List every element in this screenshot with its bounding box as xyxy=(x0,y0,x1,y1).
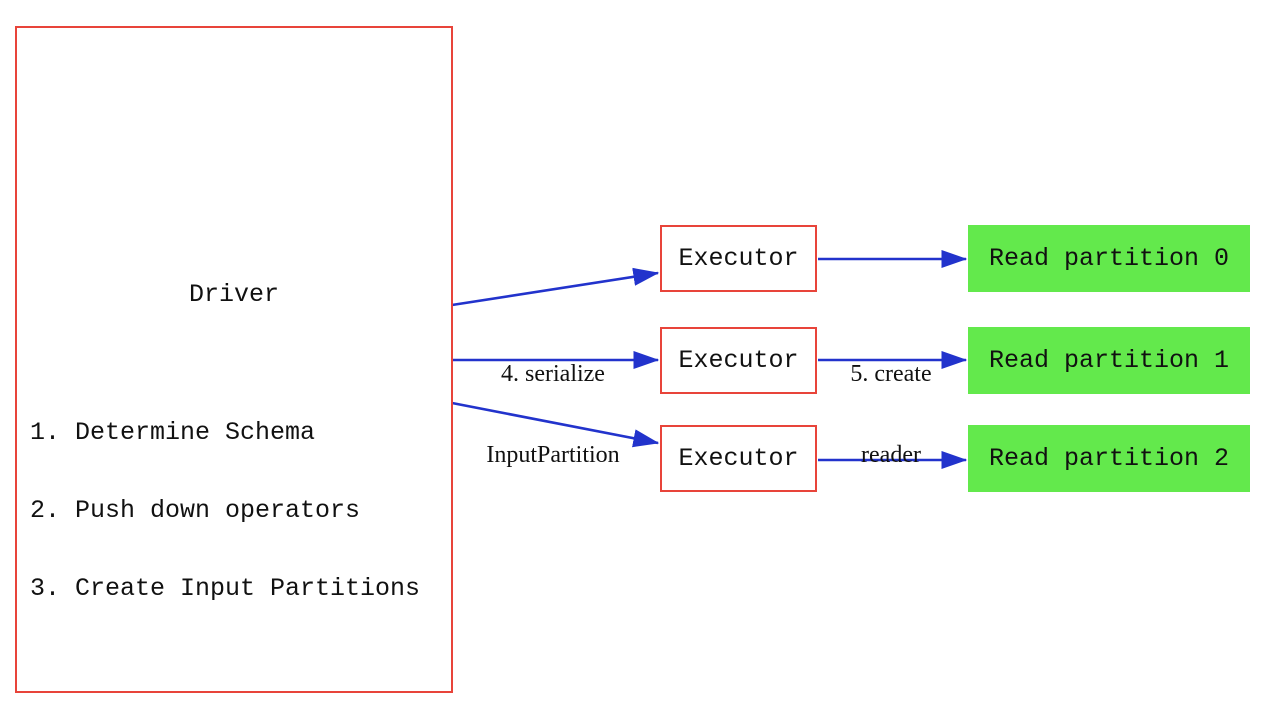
read-partition-label-1: Read partition 1 xyxy=(988,346,1230,375)
read-partition-box-0: Read partition 0 xyxy=(968,225,1250,292)
read-partition-label-2: Read partition 2 xyxy=(988,444,1230,473)
create-reader-label: 5. create reader xyxy=(833,307,949,523)
create-reader-label-line-1: 5. create xyxy=(850,361,932,387)
arrow-driver-to-executor-0 xyxy=(451,267,660,307)
driver-box: Driver 1. Determine Schema 2. Push down … xyxy=(15,26,453,693)
executor-box-1: Executor xyxy=(660,327,817,394)
executor-box-2: Executor xyxy=(660,425,817,492)
driver-title: Driver xyxy=(188,280,279,309)
serialize-label-line-1: 4. serialize xyxy=(501,361,605,387)
read-partition-label-0: Read partition 0 xyxy=(988,244,1230,273)
executor-box-0: Executor xyxy=(660,225,817,292)
driver-step-3: 3. Create Input Partitions xyxy=(30,574,421,603)
driver-step-1: 1. Determine Schema xyxy=(30,418,316,447)
read-partition-box-1: Read partition 1 xyxy=(968,327,1250,394)
serialize-inputpartition-label: 4. serialize InputPartition xyxy=(458,307,648,523)
create-reader-label-line-2: reader xyxy=(861,442,921,468)
driver-steps: 1. Determine Schema 2. Push down operato… xyxy=(30,368,420,654)
read-partition-box-2: Read partition 2 xyxy=(968,425,1250,492)
executor-label-0: Executor xyxy=(678,244,799,273)
executor-label-1: Executor xyxy=(678,346,799,375)
executor-label-2: Executor xyxy=(678,444,799,473)
driver-step-2: 2. Push down operators xyxy=(30,496,361,525)
serialize-label-line-2: InputPartition xyxy=(486,442,620,468)
